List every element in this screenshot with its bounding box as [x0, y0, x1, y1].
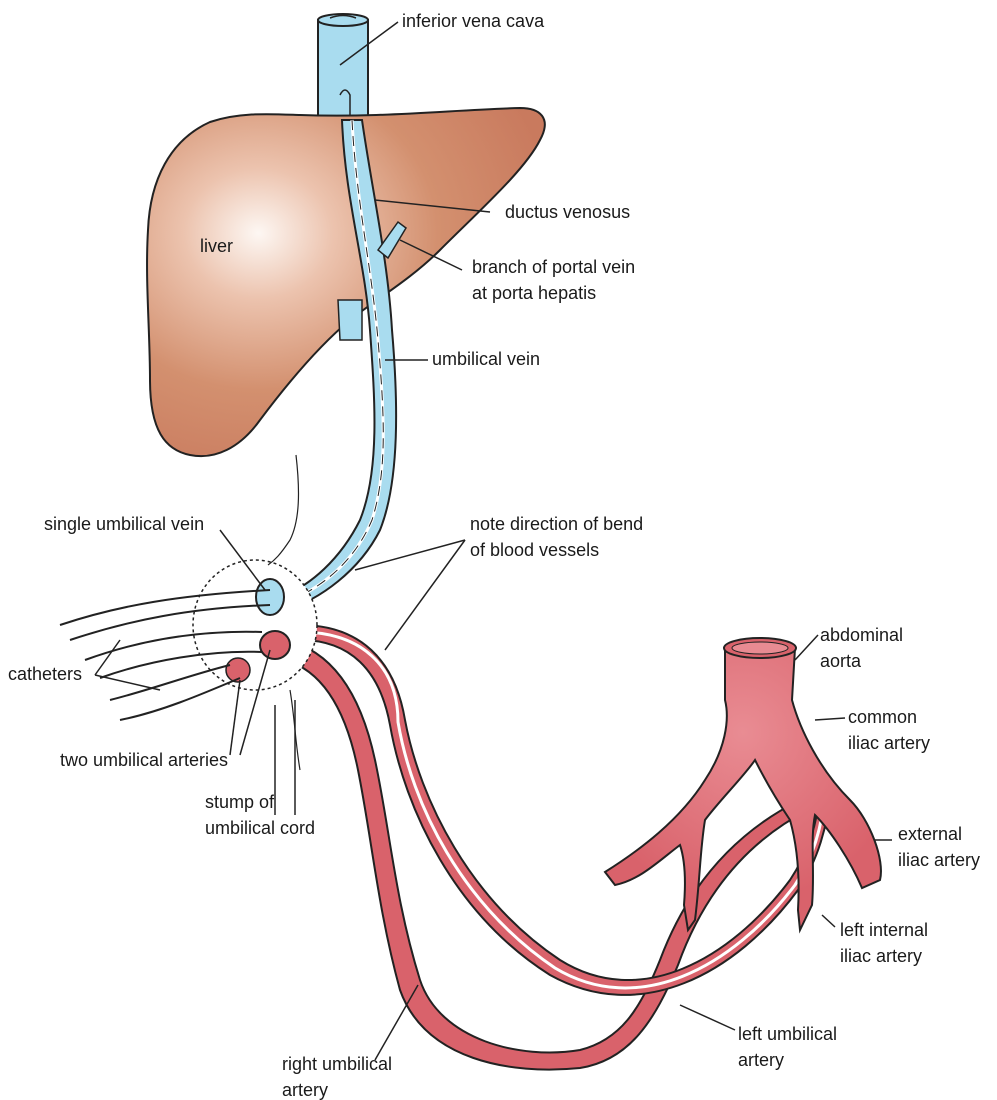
label-left-umbilical-1: left umbilical	[738, 1024, 837, 1044]
label-inferior-vena-cava: inferior vena cava	[402, 11, 545, 31]
label-left-internal-iliac-1: left internal	[840, 920, 928, 940]
abdominal-aorta	[605, 638, 881, 930]
inferior-vena-cava	[318, 14, 368, 125]
label-liver: liver	[200, 236, 233, 256]
label-abdominal-aorta-1: abdominal	[820, 625, 903, 645]
label-common-iliac-1: common	[848, 707, 917, 727]
label-two-umbilical-arteries: two umbilical arteries	[60, 750, 228, 770]
umbilical-stump	[193, 455, 317, 770]
label-abdominal-aorta-2: aorta	[820, 651, 862, 671]
label-stump-2: umbilical cord	[205, 818, 315, 838]
label-umbilical-vein: umbilical vein	[432, 349, 540, 369]
label-portal-vein-branch-2: at porta hepatis	[472, 283, 596, 303]
label-left-internal-iliac-2: iliac artery	[840, 946, 922, 966]
label-note-bend-1: note direction of bend	[470, 514, 643, 534]
ivc-lower-stub	[338, 300, 362, 340]
label-common-iliac-2: iliac artery	[848, 733, 930, 753]
label-ductus-venosus: ductus venosus	[505, 202, 630, 222]
label-external-iliac-2: iliac artery	[898, 850, 980, 870]
label-note-bend-2: of blood vessels	[470, 540, 599, 560]
label-stump-1: stump of	[205, 792, 275, 812]
label-portal-vein-branch-1: branch of portal vein	[472, 257, 635, 277]
label-left-umbilical-2: artery	[738, 1050, 784, 1070]
label-external-iliac-1: external	[898, 824, 962, 844]
label-catheters: catheters	[8, 664, 82, 684]
label-right-umbilical-1: right umbilical	[282, 1054, 392, 1074]
label-single-umbilical-vein: single umbilical vein	[44, 514, 204, 534]
label-right-umbilical-2: artery	[282, 1080, 328, 1100]
